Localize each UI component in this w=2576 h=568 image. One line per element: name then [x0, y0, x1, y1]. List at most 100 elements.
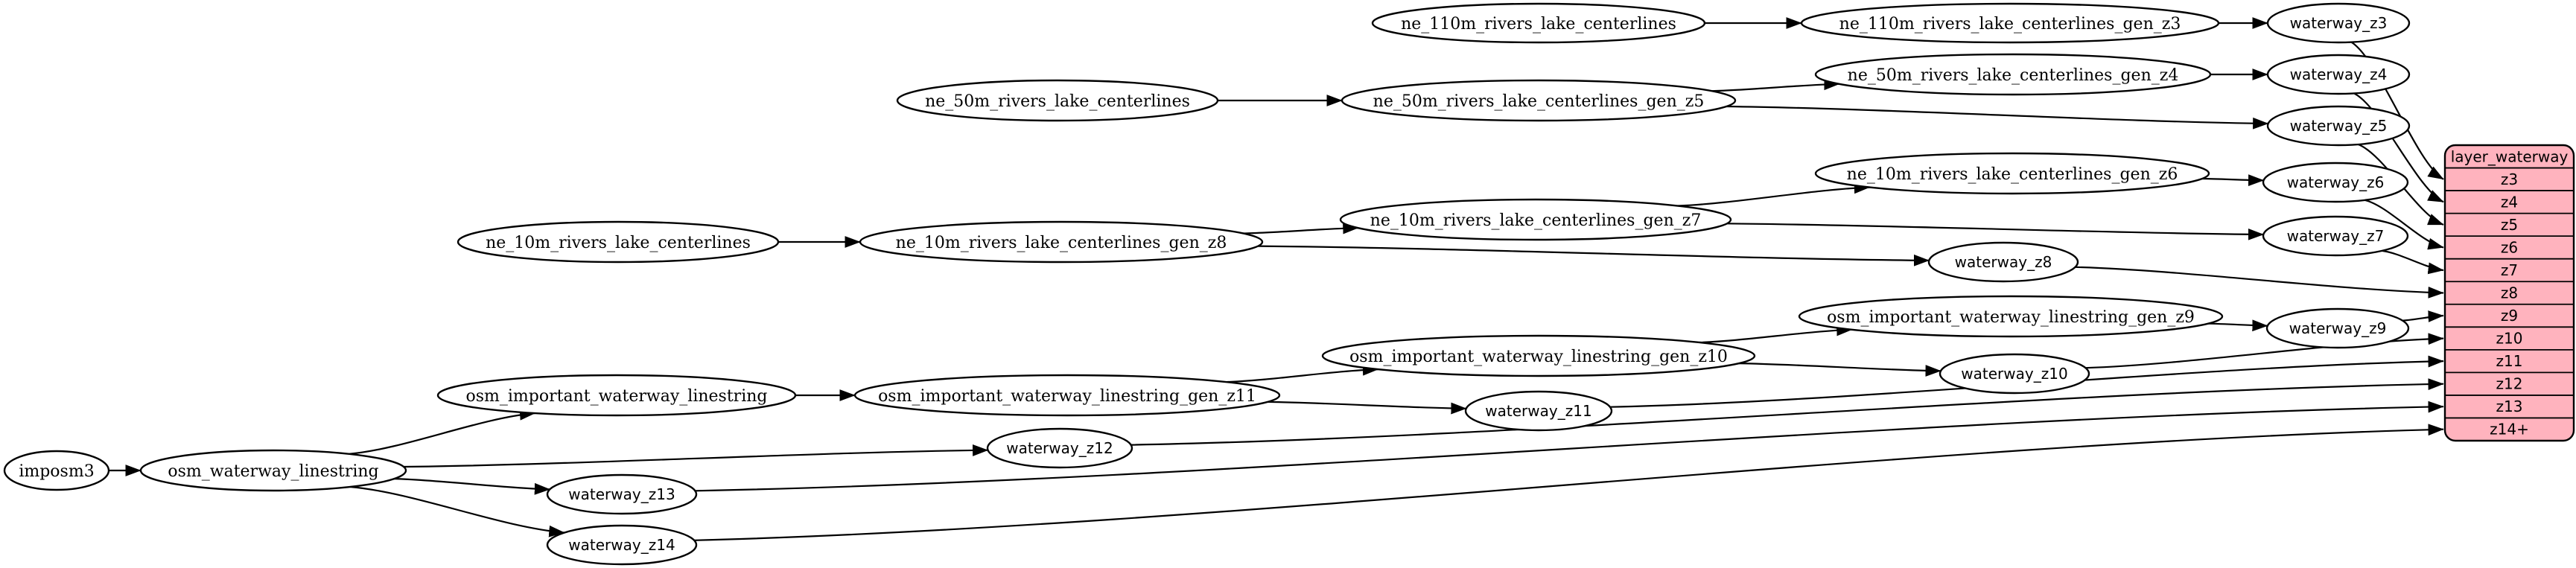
node-ne_50m_rivers_lake_centerlines_gen_z4: ne_50m_rivers_lake_centerlines_gen_z4	[1814, 53, 2212, 96]
node-osm_important_waterway_linestring_gen_z11-label: osm_important_waterway_linestring_gen_z1…	[878, 387, 1256, 406]
edge-ne_10m_rivers_lake_centerlines_gen_z7-to-ne_10m_rivers_lake_centerlines_gen_z6	[1677, 182, 1870, 207]
node-waterway_z13: waterway_z13	[546, 473, 698, 515]
edge-ne_10m_rivers_lake_centerlines_gen_z6-to-waterway_z6	[2201, 174, 2265, 187]
record-row-z6: z6	[2501, 238, 2518, 256]
node-ne_10m_rivers_lake_centerlines_gen_z8-shape	[859, 220, 1264, 264]
node-osm_important_waterway_linestring: osm_important_waterway_linestring	[436, 374, 797, 417]
node-osm_important_waterway_linestring_gen_z10-label: osm_important_waterway_linestring_gen_z1…	[1349, 348, 1728, 366]
edge-osm_waterway_linestring-to-waterway_z13	[394, 478, 550, 495]
node-waterway_z8-label: waterway_z8	[1955, 253, 2052, 271]
record-row-z7: z7	[2501, 261, 2518, 279]
node-ne_110m_rivers_lake_centerlines_gen_z3-shape	[1800, 2, 2220, 44]
edge-osm_waterway_linestring-to-waterway_z12	[403, 444, 989, 468]
node-osm_important_waterway_linestring_gen_z11: osm_important_waterway_linestring_gen_z1…	[853, 374, 1281, 417]
node-waterway_z11-label: waterway_z11	[1485, 402, 1591, 420]
record-row-z14+: z14+	[2490, 421, 2529, 438]
node-ne_10m_rivers_lake_centerlines_gen_z6: ne_10m_rivers_lake_centerlines_gen_z6	[1814, 152, 2210, 195]
record-title: layer_waterway	[2451, 147, 2569, 165]
node-ne_50m_rivers_lake_centerlines-label: ne_50m_rivers_lake_centerlines	[925, 92, 1190, 111]
record-row-z13: z13	[2496, 398, 2523, 415]
node-waterway_z7-label: waterway_z7	[2287, 227, 2385, 245]
edge-osm_important_waterway_linestring_gen_z11-to-osm_important_waterway_linestring_gen_z10	[1226, 363, 1379, 383]
node-ne_10m_rivers_lake_centerlines-label: ne_10m_rivers_lake_centerlines	[486, 234, 751, 252]
node-waterway_z9: waterway_z9	[2265, 307, 2410, 349]
node-osm_important_waterway_linestring_gen_z9: osm_important_waterway_linestring_gen_z9	[1798, 295, 2224, 338]
edge-waterway_z10-to-layer_waterway-z10	[2085, 333, 2444, 369]
edge-waterway_z6-to-layer_waterway-z6	[2364, 199, 2444, 250]
node-waterway_z12-label: waterway_z12	[1006, 439, 1113, 457]
node-ne_50m_rivers_lake_centerlines_gen_z4-label: ne_50m_rivers_lake_centerlines_gen_z4	[1848, 66, 2179, 85]
node-waterway_z10-shape	[1939, 353, 2090, 395]
node-osm_waterway_linestring: osm_waterway_linestring	[139, 449, 407, 492]
record-row-z5: z5	[2501, 216, 2518, 234]
node-waterway_z11-shape	[1464, 390, 1613, 432]
record-row-z11: z11	[2496, 352, 2523, 370]
node-ne_50m_rivers_lake_centerlines_gen_z4-shape	[1814, 53, 2212, 96]
node-waterway_z7-shape	[2262, 215, 2409, 257]
node-waterway_z5: waterway_z5	[2266, 105, 2411, 147]
node-waterway_z6: waterway_z6	[2262, 162, 2409, 203]
node-osm_waterway_linestring-label: osm_waterway_linestring	[168, 462, 378, 481]
node-waterway_z4: waterway_z4	[2266, 54, 2411, 95]
edge-osm_important_waterway_linestring_gen_z10-to-waterway_z10	[1738, 363, 1941, 377]
edge-waterway_z3-to-layer_waterway-z3	[2350, 41, 2444, 180]
node-ne_50m_rivers_lake_centerlines: ne_50m_rivers_lake_centerlines	[896, 79, 1219, 122]
node-waterway_z8-shape	[1927, 241, 2079, 283]
node-waterway_z9-label: waterway_z9	[2289, 319, 2387, 337]
node-ne_10m_rivers_lake_centerlines_gen_z8: ne_10m_rivers_lake_centerlines_gen_z8	[859, 220, 1264, 264]
node-osm_waterway_linestring-shape	[139, 449, 407, 492]
node-waterway_z4-label: waterway_z4	[2290, 66, 2388, 83]
record-row-z8: z8	[2501, 284, 2518, 302]
node-waterway_z6-label: waterway_z6	[2287, 173, 2385, 191]
edge-ne_50m_rivers_lake_centerlines_gen_z5-to-ne_50m_rivers_lake_centerlines_gen_z4	[1711, 78, 1840, 92]
edge-waterway_z4-to-layer_waterway-z4	[2353, 92, 2444, 203]
node-ne_110m_rivers_lake_centerlines_gen_z3: ne_110m_rivers_lake_centerlines_gen_z3	[1800, 2, 2220, 44]
node-waterway_z14-label: waterway_z14	[568, 536, 675, 554]
node-waterway_z3-label: waterway_z3	[2290, 14, 2388, 32]
edge-osm_important_waterway_linestring_gen_z10-to-osm_important_waterway_linestring_gen_z9	[1699, 324, 1853, 344]
record-row-z9: z9	[2501, 307, 2518, 325]
edge-waterway_z13-to-layer_waterway-z13	[695, 401, 2444, 492]
node-ne_10m_rivers_lake_centerlines-shape	[457, 220, 780, 264]
node-ne_50m_rivers_lake_centerlines_gen_z5: ne_50m_rivers_lake_centerlines_gen_z5	[1341, 79, 1737, 122]
node-osm_important_waterway_linestring-label: osm_important_waterway_linestring	[465, 387, 767, 406]
node-waterway_z13-shape	[546, 473, 698, 515]
node-waterway_z9-shape	[2265, 307, 2410, 349]
node-ne_50m_rivers_lake_centerlines-shape	[896, 79, 1219, 122]
edges	[108, 17, 2444, 541]
node-waterway_z10-label: waterway_z10	[1961, 365, 2067, 383]
edge-osm_important_waterway_linestring_gen_z9-to-waterway_z9	[2208, 319, 2268, 332]
node-waterway_z11: waterway_z11	[1464, 390, 1613, 432]
node-ne_10m_rivers_lake_centerlines_gen_z8-label: ne_10m_rivers_lake_centerlines_gen_z8	[896, 234, 1227, 252]
edge-ne_50m_rivers_lake_centerlines_gen_z5-to-waterway_z5	[1726, 105, 2269, 130]
node-osm_important_waterway_linestring_gen_z9-label: osm_important_waterway_linestring_gen_z9	[1827, 308, 2195, 327]
node-imposm3-shape	[3, 450, 110, 491]
node-waterway_z12: waterway_z12	[986, 427, 1133, 469]
node-ne_50m_rivers_lake_centerlines_gen_z5-label: ne_50m_rivers_lake_centerlines_gen_z5	[1373, 92, 1705, 111]
edge-osm_important_waterway_linestring_gen_z11-to-waterway_z11	[1267, 401, 1467, 415]
node-waterway_z13-label: waterway_z13	[568, 485, 675, 503]
node-ne_110m_rivers_lake_centerlines_gen_z3-label: ne_110m_rivers_lake_centerlines_gen_z3	[1839, 15, 2181, 33]
node-waterway_z3-shape	[2266, 2, 2411, 44]
edge-ne_10m_rivers_lake_centerlines_gen_z8-to-waterway_z8	[1258, 245, 1930, 267]
node-osm_important_waterway_linestring_gen_z10-shape	[1321, 334, 1756, 377]
node-osm_important_waterway_linestring_gen_z9-shape	[1798, 295, 2224, 338]
edge-waterway_z14-to-layer_waterway-z14+	[694, 424, 2444, 541]
node-waterway_z7: waterway_z7	[2262, 215, 2409, 257]
node-imposm3-label: imposm3	[19, 462, 94, 481]
node-waterway_z6-shape	[2262, 162, 2409, 203]
node-waterway_z12-shape	[986, 427, 1133, 469]
node-waterway_z5-shape	[2266, 105, 2411, 147]
node-ne_110m_rivers_lake_centerlines-label: ne_110m_rivers_lake_centerlines	[1401, 15, 1676, 33]
edge-osm_waterway_linestring-to-waterway_z14	[349, 485, 565, 537]
edge-waterway_z12-to-layer_waterway-z12	[1130, 378, 2444, 446]
node-waterway_z3: waterway_z3	[2266, 2, 2411, 44]
record-background	[2443, 144, 2575, 442]
node-osm_important_waterway_linestring-shape	[436, 374, 797, 417]
node-osm_important_waterway_linestring_gen_z10: osm_important_waterway_linestring_gen_z1…	[1321, 334, 1756, 377]
edge-waterway_z8-to-layer_waterway-z8	[2075, 266, 2444, 299]
edge-osm_waterway_linestring-to-osm_important_waterway_linestring	[349, 408, 536, 455]
node-ne_110m_rivers_lake_centerlines-shape	[1371, 2, 1706, 44]
